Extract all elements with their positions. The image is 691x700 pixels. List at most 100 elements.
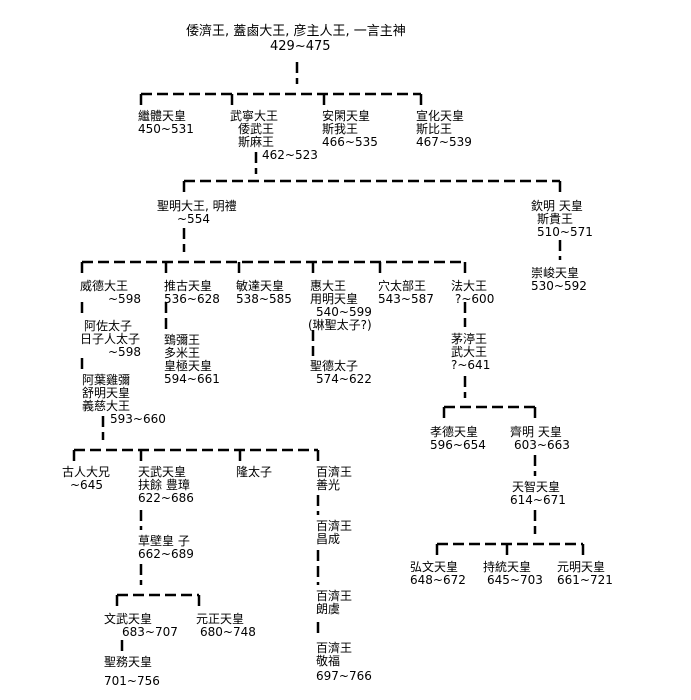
node-years: 536~628 (164, 292, 220, 306)
node-years: ?~641 (451, 358, 491, 372)
node-alias: 善光 (316, 478, 341, 492)
node-years: 596~654 (430, 438, 486, 452)
node-alias: (琳聖太子?) (308, 318, 372, 332)
node-years: 662~689 (138, 547, 194, 561)
node-years: ~554 (177, 212, 210, 226)
node-years: 462~523 (262, 148, 318, 162)
node-jitou: 持統天皇 645~703 (483, 561, 543, 587)
node-alias: 扶餘 豊璋 (138, 478, 190, 492)
node-name: 持統天皇 (483, 560, 532, 574)
node-hika: 鵄彌王 多米王 皇極天皇 594~661 (164, 334, 220, 386)
node-tenji: 天智天皇 614~671 (510, 481, 566, 507)
node-name: 隆太子 (236, 465, 273, 479)
node-alias: 斯貴王 (537, 212, 574, 226)
node-ankan: 安閑天皇 斯我王 466~535 (322, 110, 378, 149)
root-title: 倭濟王, 蓋鹵大王, 彦主人王, 一言主神 (186, 24, 406, 39)
node-name: 草壁皇 子 (138, 534, 190, 548)
node-name: 元正天皇 (196, 612, 245, 626)
node-itoku: 威德大王 ~598 (80, 280, 141, 306)
node-senka: 宣化天皇 斯比王 467~539 (416, 110, 472, 149)
node-years: 530~592 (531, 279, 587, 293)
node-alias: 昌成 (316, 532, 341, 546)
node-years: 680~748 (200, 625, 256, 639)
node-name: 古人大兄 (62, 465, 111, 479)
node-years: 538~585 (236, 292, 292, 306)
node-bidatsu: 敏達天皇 538~585 (236, 280, 292, 306)
node-years: 697~766 (316, 669, 372, 683)
node-years: ?~600 (455, 292, 495, 306)
node-alias: 皇極天皇 (164, 359, 213, 373)
node-gensho: 元正天皇 680~748 (196, 613, 256, 639)
node-years: 450~531 (138, 122, 194, 136)
node-tenmu: 天武天皇 扶餘 豊璋 622~686 (138, 466, 194, 505)
node-name: 惠大王 (310, 279, 347, 293)
node-asa: 阿佐太子 日子人太子 ~598 (80, 320, 141, 359)
node-alias: 武大王 (451, 345, 488, 359)
node-name: 文武天皇 (104, 612, 153, 626)
node-name: 法大王 (451, 279, 488, 293)
node-kinmei: 欽明 天皇 斯貴王 510~571 (531, 200, 593, 239)
node-name: 鵄彌王 (164, 333, 201, 347)
node-name: 宣化天皇 (416, 109, 465, 123)
node-alias: 敬福 (316, 654, 341, 668)
node-seong: 聖明大王, 明禮 ~554 (157, 200, 237, 226)
node-name: 聖明大王, 明禮 (157, 199, 237, 213)
node-years: ~645 (70, 478, 103, 492)
node-kotoku: 孝德天皇 596~654 (430, 426, 486, 452)
root-node: 倭濟王, 蓋鹵大王, 彦主人王, 一言主神 429~475 (186, 24, 406, 54)
node-monmu: 文武天皇 683~707 (104, 613, 178, 639)
node-shomu: 聖務天皇 701~756 (104, 656, 160, 688)
node-name: 穴太部王 (378, 279, 427, 293)
node-years: 683~707 (122, 625, 178, 639)
node-years: 540~599 (316, 305, 372, 319)
node-name: 百濟王 (316, 465, 353, 479)
node-name: 孝德天皇 (430, 425, 479, 439)
node-genmei: 元明天皇 661~721 (557, 561, 613, 587)
root-years: 429~475 (270, 39, 331, 54)
node-name: 元明天皇 (557, 560, 606, 574)
node-name: 阿佐太子 (84, 319, 133, 333)
node-name: 齊明 天皇 (510, 425, 562, 439)
node-name: 阿葉雞彌 (82, 373, 131, 387)
node-name: 武寧大王 (230, 109, 279, 123)
node-buryeong: 武寧大王 倭武王 斯麻王 462~523 (230, 110, 318, 162)
node-alias: 日子人太子 (80, 332, 141, 346)
node-name: 聖德太子 (310, 359, 359, 373)
node-years: 701~756 (104, 674, 160, 688)
node-suiko: 推古天皇 536~628 (164, 280, 220, 306)
node-years: 645~703 (487, 573, 543, 587)
node-keitai: 繼體天皇 450~531 (138, 110, 194, 136)
node-name: 天武天皇 (138, 465, 187, 479)
node-hodai: 法大王 ?~600 (451, 280, 494, 306)
node-alias: 斯比王 (416, 122, 453, 136)
node-name: 天智天皇 (512, 480, 561, 494)
node-name: 威德大王 (80, 279, 129, 293)
node-keidai: 惠大王 用明天皇 540~599 (琳聖太子?) (308, 279, 372, 332)
node-name: 百濟王 (316, 641, 353, 655)
node-ryu: 隆太子 (236, 466, 272, 479)
node-years: 594~661 (164, 372, 220, 386)
node-name: 茅渟王 (451, 332, 488, 346)
node-alias: 斯麻王 (238, 135, 275, 149)
node-name: 繼體天皇 (138, 109, 187, 123)
node-koubun: 弘文天皇 648~672 (410, 561, 466, 587)
node-name: 弘文天皇 (410, 560, 459, 574)
node-name: 百濟王 (316, 589, 353, 603)
node-shousei: 百濟王 昌成 (316, 520, 352, 546)
node-name: 欽明 天皇 (531, 199, 583, 213)
node-name: 敏達天皇 (236, 279, 285, 293)
node-alias: 朗虞 (316, 602, 341, 616)
node-alias: 義慈大王 (82, 399, 131, 413)
node-anahobe: 穴太部王 543~587 (378, 280, 434, 306)
node-name: 崇峻天皇 (531, 266, 580, 280)
node-name: 推古天皇 (164, 279, 213, 293)
node-name: 百濟王 (316, 519, 353, 533)
node-years: 614~671 (510, 493, 566, 507)
node-sushun: 崇峻天皇 530~592 (531, 267, 587, 293)
node-ahagi: 阿葉雞彌 舒明天皇 義慈大王 593~660 (82, 374, 166, 426)
node-years: 543~587 (378, 292, 434, 306)
node-kyouhuku: 百濟王 敬福 697~766 (316, 642, 372, 683)
node-name: 安閑天皇 (322, 109, 371, 123)
